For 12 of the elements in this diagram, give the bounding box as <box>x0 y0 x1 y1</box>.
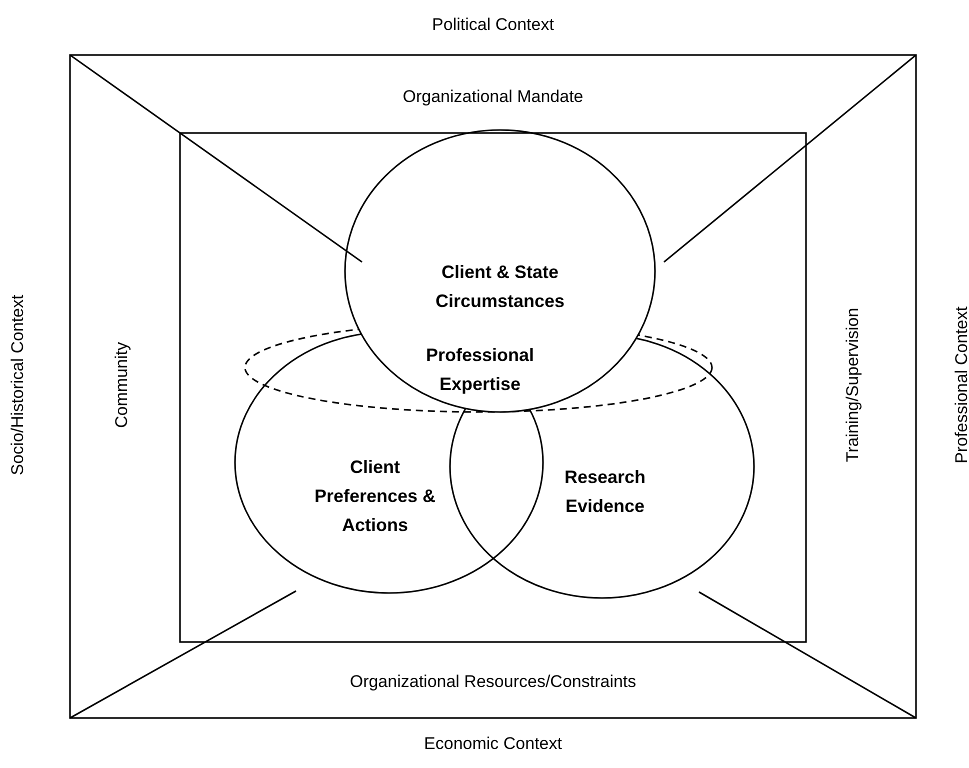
context-label: Organizational Resources/Constraints <box>350 672 636 692</box>
node-label: Professional Expertise <box>424 344 536 396</box>
context-label: Training/Supervision <box>843 308 863 462</box>
node-label: Client & State Circumstances <box>434 261 566 313</box>
context-label: Community <box>112 342 132 428</box>
context-label: Political Context <box>432 15 554 35</box>
node-label: Client Preferences & Actions <box>313 456 437 537</box>
context-label: Organizational Mandate <box>402 87 584 107</box>
context-label: Socio/Historical Context <box>8 294 28 476</box>
context-label: Economic Context <box>424 734 562 754</box>
context-label: Professional Context <box>952 306 969 464</box>
node-label: Research Evidence <box>563 466 647 518</box>
